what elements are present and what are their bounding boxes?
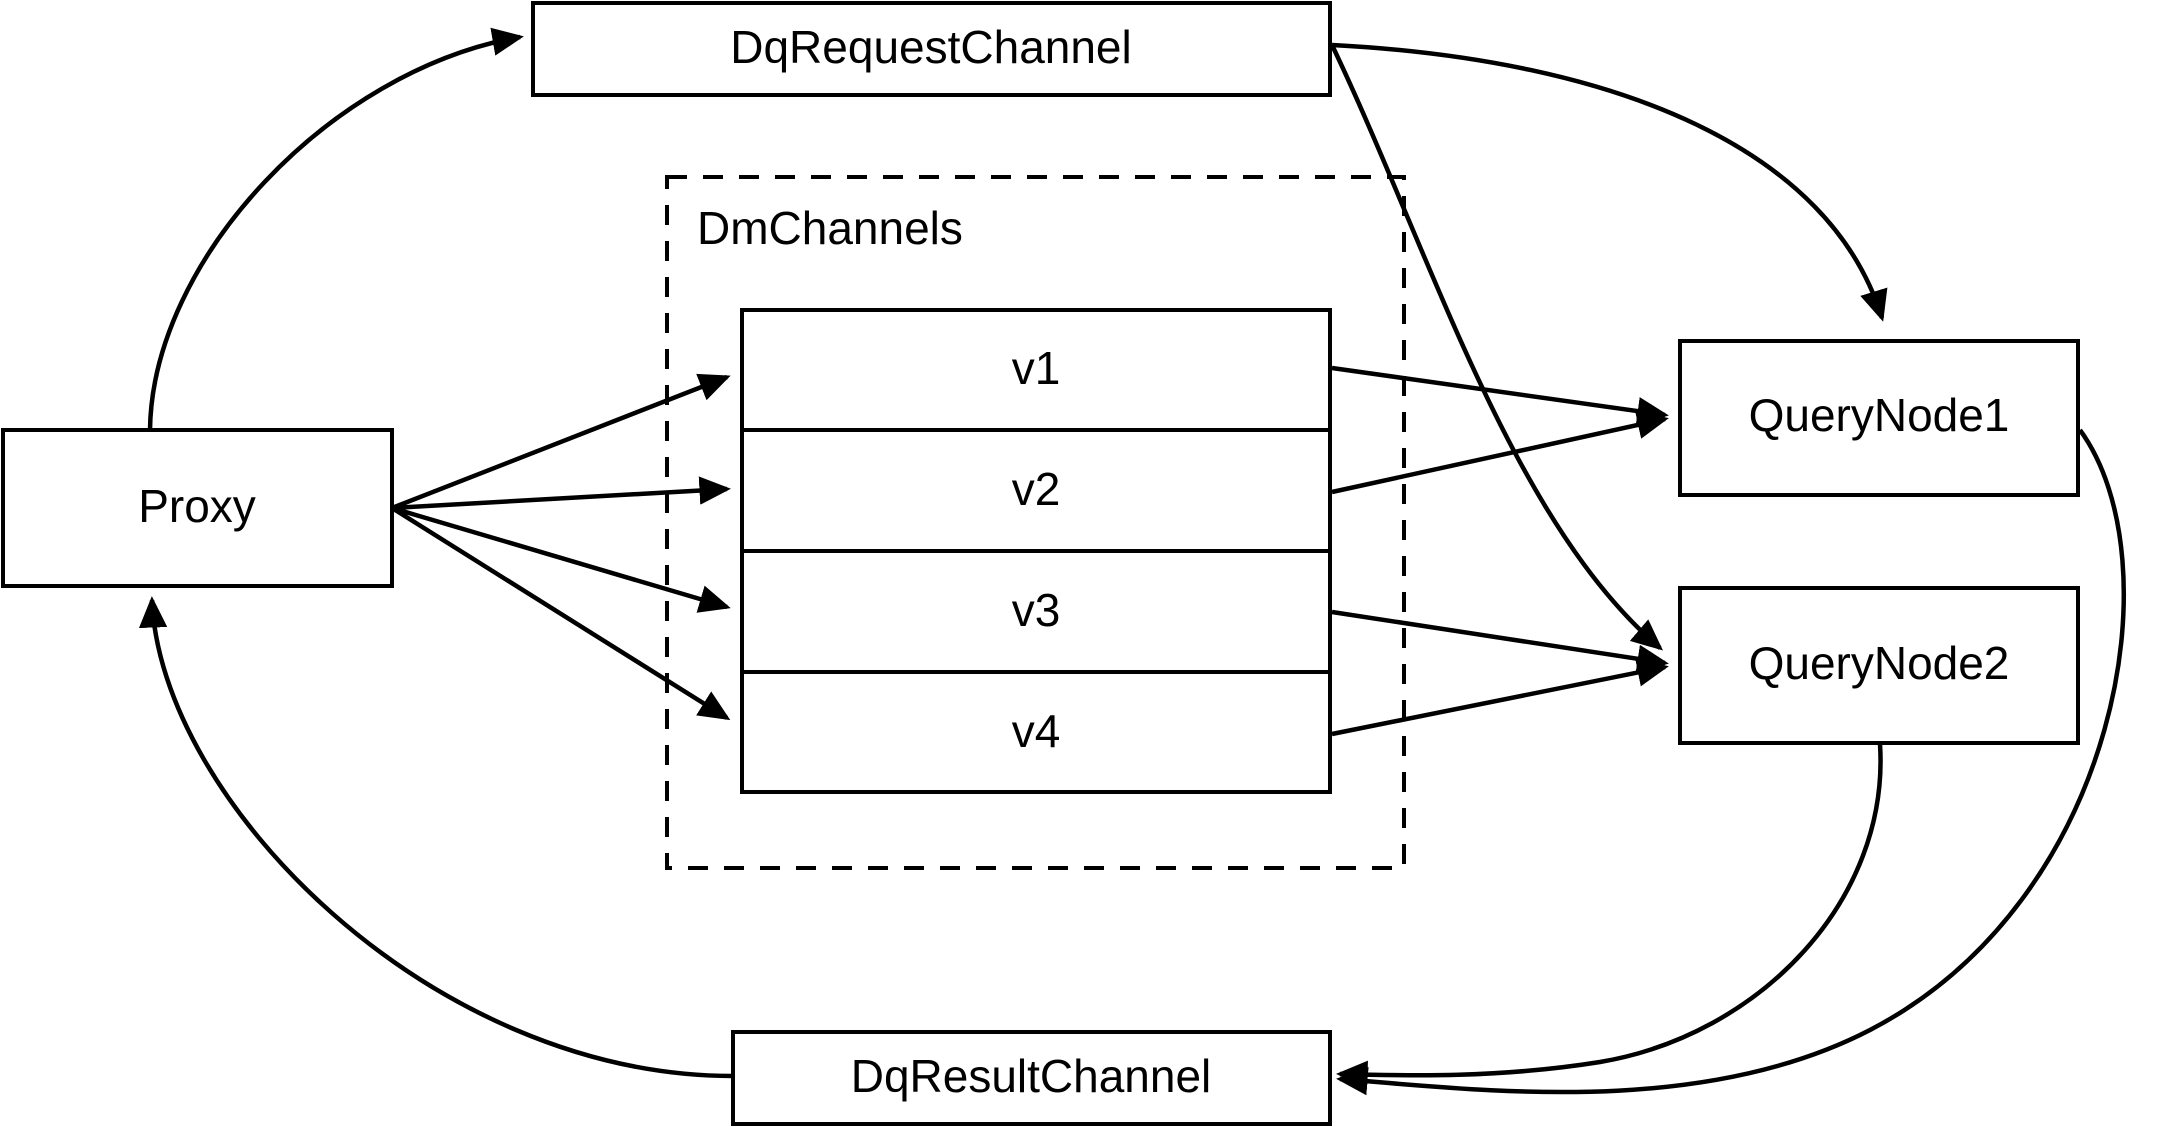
node-querynode1[interactable] — [1678, 339, 2080, 497]
edge-querynode2-to-dqresultchannel — [1336, 743, 1883, 1089]
edge-v4-to-querynode2 — [1331, 658, 1669, 737]
node-querynode2-label: QueryNode2 — [1749, 637, 2010, 689]
dmchannels-group — [665, 175, 1406, 870]
edge-v1-to-querynode1 — [1331, 365, 1669, 426]
dmchannels-group-label: DmChannels — [697, 202, 963, 254]
node-proxy[interactable] — [1, 428, 394, 588]
edge-dqrequestchannel-to-querynode1 — [1331, 42, 1888, 322]
node-dqresultchannel[interactable] — [731, 1030, 1332, 1126]
node-proxy-label: Proxy — [138, 480, 256, 532]
edge-proxy-to-dqrequestchannel — [147, 27, 524, 431]
node-dqresultchannel-label: DqResultChannel — [851, 1050, 1212, 1102]
edge-proxy-to-v3 — [391, 505, 731, 613]
edge-proxy-to-v2 — [391, 476, 731, 511]
vchannel-label-v1: v1 — [1012, 342, 1061, 394]
node-dqrequestchannel[interactable] — [531, 1, 1332, 97]
node-dqrequestchannel-label: DqRequestChannel — [730, 21, 1132, 73]
node-querynode2[interactable] — [1678, 586, 2080, 745]
vchannel-label-v4: v4 — [1012, 705, 1061, 757]
edge-v3-to-querynode2 — [1331, 609, 1669, 673]
edge-dqresultchannel-to-proxy — [138, 596, 734, 1079]
edge-v2-to-querynode1 — [1331, 411, 1669, 495]
vchannel-label-v3: v3 — [1012, 584, 1061, 636]
edge-proxy-to-v1 — [391, 373, 731, 511]
vchannel-label-v2: v2 — [1012, 463, 1061, 515]
node-querynode1-label: QueryNode1 — [1749, 389, 2010, 441]
edge-dqrequestchannel-to-querynode2 — [1329, 44, 1663, 651]
edge-proxy-to-v4 — [390, 506, 731, 721]
edge-querynode1-to-dqresultchannel — [1336, 428, 2127, 1096]
